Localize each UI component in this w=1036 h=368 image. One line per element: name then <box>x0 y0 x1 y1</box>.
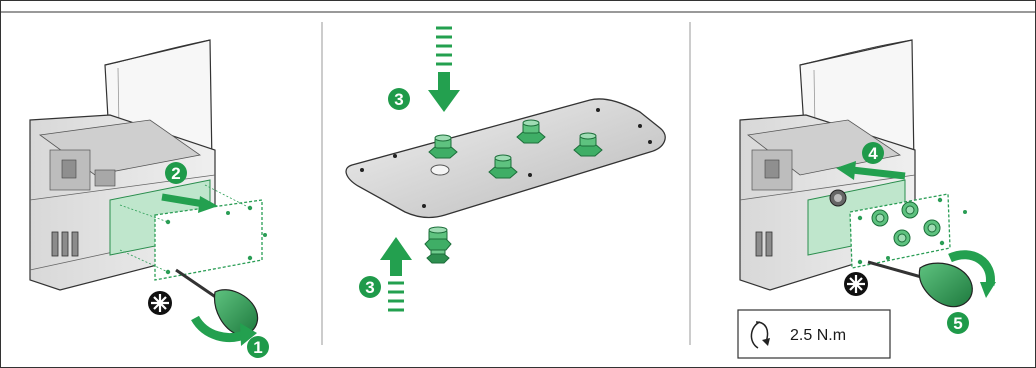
svg-text:4: 4 <box>868 144 878 163</box>
svg-text:3: 3 <box>365 278 374 297</box>
svg-text:5: 5 <box>953 314 962 333</box>
cable-gland-loose <box>425 227 451 263</box>
phillips-screwdriver-icon-2 <box>844 272 868 296</box>
torque-value: 2.5 N.m <box>790 327 846 344</box>
torque-spec-box: 2.5 N.m <box>738 310 890 358</box>
step-badge-5: 5 <box>947 312 969 334</box>
step-badge-3-top: 3 <box>388 88 410 110</box>
step-badge-2: 2 <box>165 162 187 184</box>
svg-text:3: 3 <box>394 90 403 109</box>
step-badge-3-bottom: 3 <box>359 276 381 298</box>
phillips-screwdriver-icon <box>148 291 172 315</box>
svg-text:2: 2 <box>171 164 180 183</box>
step-badge-4: 4 <box>862 142 884 164</box>
svg-text:1: 1 <box>253 338 262 357</box>
step-badge-1: 1 <box>247 336 269 358</box>
